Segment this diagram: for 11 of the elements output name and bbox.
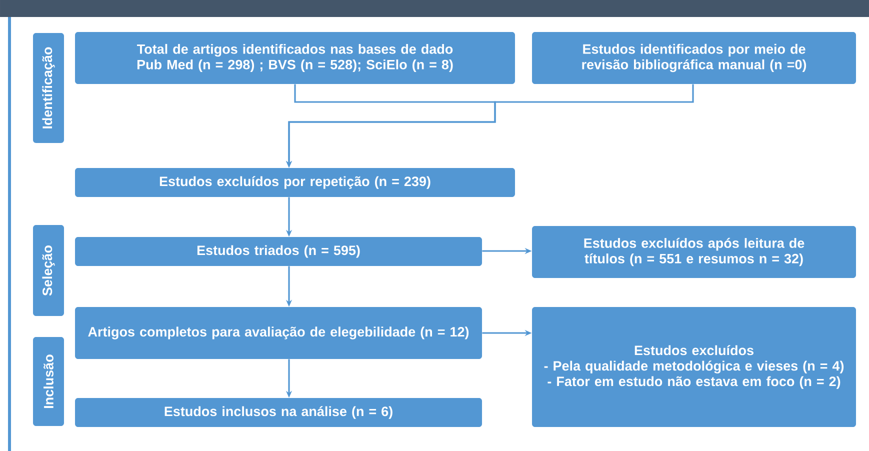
process-box: Estudos excluídos por repetição (n = 239) [75,168,515,197]
phase-label: Identificação [33,33,64,143]
process-box: Artigos completos para avaliação de elegebilidade (n = 12) [75,307,482,359]
process-box: Estudos excluídos - Pela qualidade metodológica e vieses (n = 4) - Fator em estudo não estava em foco (n = 2) [532,307,856,427]
process-box: Estudos identificados por meio de revisão bibliográfica manual (n =0) [532,32,856,84]
process-box: Total de artigos identificados nas bases de dado Pub Med (n = 298) ; BVS (n = 528); SciElo (n = 8) [75,32,515,84]
phase-label: Inclusão [33,337,64,426]
process-box: Estudos excluídos após leitura de títulos (n = 551 e resumos n = 32) [532,226,856,278]
phase-label: Seleção [33,225,64,316]
process-box: Estudos triados (n = 595) [75,237,482,266]
process-box: Estudos inclusos na análise (n = 6) [75,398,482,427]
